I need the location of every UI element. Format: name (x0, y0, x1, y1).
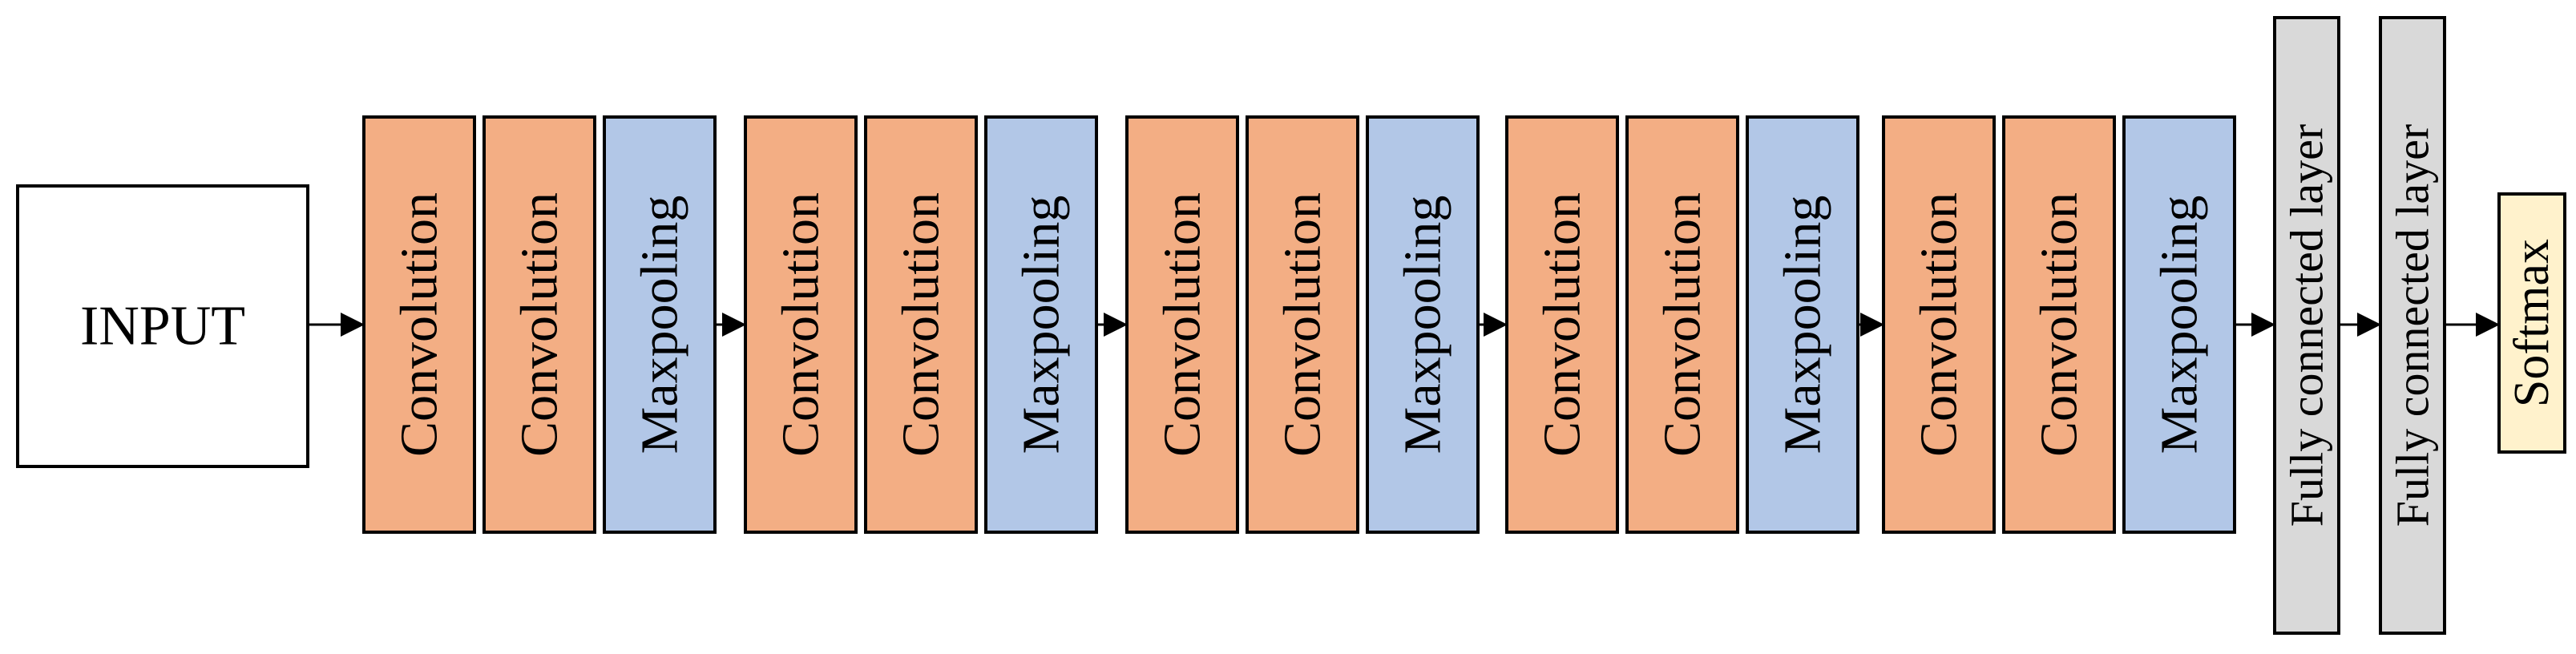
convolution-layer-b4-2: Convolution (1625, 115, 1739, 534)
maxpooling-layer-b5-3-box (2122, 115, 2236, 534)
maxpooling-layer-b2-3-label: Maxpooling (1012, 196, 1071, 454)
maxpooling-layer-b5-3: Maxpooling (2122, 115, 2236, 534)
convolution-layer-b5-1-label: Convolution (1910, 192, 1968, 457)
convolution-layer-b2-1-box (744, 115, 858, 534)
convolution-layer-b2-1: Convolution (744, 115, 858, 534)
maxpooling-layer-b3-3-label: Maxpooling (1394, 196, 1452, 454)
convolution-layer-b5-2-label: Convolution (2030, 192, 2089, 457)
convolution-layer-b3-1-box (1125, 115, 1239, 534)
maxpooling-layer-b4-3-label: Maxpooling (1774, 196, 1832, 454)
maxpooling-layer-b4-3: Maxpooling (1746, 115, 1859, 534)
convolution-layer-b2-2-label: Convolution (892, 192, 951, 457)
fully-connected-layer-1-box (2273, 16, 2340, 635)
convolution-layer-b3-1-label: Convolution (1153, 192, 1212, 457)
softmax-box-label: Softmax (2505, 239, 2559, 407)
maxpooling-layer-b2-3: Maxpooling (984, 115, 1098, 534)
input-box-label: INPUT (80, 296, 245, 357)
input-box-box (16, 184, 309, 468)
convolution-layer-b5-2: Convolution (2002, 115, 2116, 534)
convolution-layer-b4-1-label: Convolution (1533, 192, 1592, 457)
convolution-layer-b1-2-label: Convolution (511, 192, 569, 457)
maxpooling-layer-b1-3-box (603, 115, 717, 534)
convolution-layer-b2-1-label: Convolution (772, 192, 830, 457)
convolution-layer-b1-2-box (482, 115, 596, 534)
convolution-layer-b4-1-box (1505, 115, 1619, 534)
convolution-layer-b1-1-box (362, 115, 476, 534)
fully-connected-layer-1: Fully connected layer (2273, 16, 2340, 635)
fully-connected-layer-2-box (2379, 16, 2446, 635)
fully-connected-layer-2-label: Fully connected layer (2387, 124, 2439, 527)
convolution-layer-b4-2-label: Convolution (1653, 192, 1712, 457)
maxpooling-layer-b5-3-label: Maxpooling (2150, 196, 2209, 454)
convolution-layer-b4-1: Convolution (1505, 115, 1619, 534)
convolution-layer-b1-1: Convolution (362, 115, 476, 534)
convolution-layer-b2-2: Convolution (864, 115, 978, 534)
convolution-layer-b1-2: Convolution (482, 115, 596, 534)
maxpooling-layer-b1-3-label: Maxpooling (631, 196, 689, 454)
convolution-layer-b1-1-label: Convolution (390, 192, 449, 457)
convolution-layer-b3-2-box (1246, 115, 1359, 534)
convolution-layer-b3-1: Convolution (1125, 115, 1239, 534)
maxpooling-layer-b4-3-box (1746, 115, 1859, 534)
softmax-box-box (2497, 192, 2566, 454)
fully-connected-layer-2: Fully connected layer (2379, 16, 2446, 635)
convolution-layer-b2-2-box (864, 115, 978, 534)
convolution-layer-b4-2-box (1625, 115, 1739, 534)
convolution-layer-b3-2: Convolution (1246, 115, 1359, 534)
maxpooling-layer-b1-3: Maxpooling (603, 115, 717, 534)
input-box: INPUT (16, 184, 309, 468)
convolution-layer-b5-2-box (2002, 115, 2116, 534)
convolution-layer-b3-2-label: Convolution (1274, 192, 1332, 457)
convolution-layer-b5-1: Convolution (1882, 115, 1996, 534)
layer-nodes: INPUT Convolution Convolution Maxpooling Con… (16, 16, 2566, 635)
maxpooling-layer-b3-3: Maxpooling (1366, 115, 1480, 534)
maxpooling-layer-b3-3-box (1366, 115, 1480, 534)
maxpooling-layer-b2-3-box (984, 115, 1098, 534)
fully-connected-layer-1-label: Fully connected layer (2281, 124, 2333, 527)
softmax-box: Softmax (2497, 192, 2566, 454)
convolution-layer-b5-1-box (1882, 115, 1996, 534)
